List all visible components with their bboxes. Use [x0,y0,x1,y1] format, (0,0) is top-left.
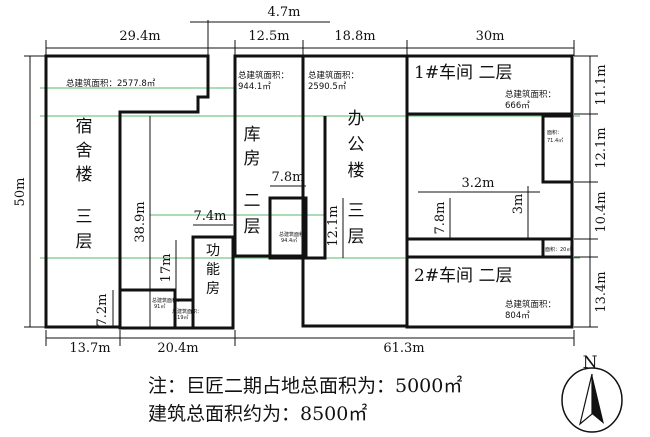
warehouse-floors-2: 层 [244,217,261,237]
building-outlines [44,54,574,330]
vertical-dimension-labels: 50m 11.1m 12.1m 10.4m 13.4m 38.9m 17m 7.… [13,64,609,326]
compass-needle-light [578,373,593,426]
function-room-name-1: 功 [206,243,220,259]
dim-right-10-4: 10.4m [594,191,609,232]
workshop2-area-value: 804㎡ [505,311,530,321]
office-area-value: 2590.5㎡ [308,82,347,92]
dorm-floors-2: 层 [76,232,93,252]
compass-ring [561,367,623,433]
north-label: N [583,353,598,373]
workshop1: 1#车间 二层 总建筑面积： 666㎡ [414,63,556,111]
small-room-e: 面积：20㎡ [545,246,571,253]
office-name-1: 办 [348,109,365,129]
dim-top-4-7: 4.7m [267,5,300,20]
office-floors-1: 三 [348,201,365,221]
small-room-b-value: 91㎡ [154,303,165,310]
dim-inner-38-9: 38.9m [133,201,148,242]
office-name-3: 楼 [348,161,365,181]
workshop2: 2#车间 二层 总建筑面积： 804㎡ [414,266,556,321]
dorm-floors-1: 三 [76,207,93,227]
dorm-name-1: 宿 [76,117,93,137]
dim-top-18-8: 18.8m [334,29,375,44]
office: 总建筑面积： 2590.5㎡ 办 公 楼 三 层 [308,70,365,247]
warehouse-area-value: 944.1㎡ [238,82,271,92]
warehouse-name-1: 库 [244,125,261,145]
small-room-a-value: 94.4㎡ [281,237,297,244]
office-name-2: 公 [348,135,365,155]
dim-right-12-1: 12.1m [594,127,609,168]
dim-right-11-1: 11.1m [594,64,609,105]
workshop1-area-value: 666㎡ [505,101,530,111]
function-room-name-3: 房 [206,281,220,297]
office-area-label: 总建筑面积： [308,70,359,81]
small-room-b-outline [118,288,177,330]
dim-top-12-5: 12.5m [248,29,289,44]
dimension-lines [24,20,598,346]
note-line-1: 注：巨匠二期占地总面积为：5000㎡ [148,375,463,397]
dim-inner-3m: 3m [511,194,526,215]
dorm-outline [44,54,210,329]
workshop1-title: 1#车间 二层 [414,63,512,83]
dim-bottom-61-3: 61.3m [383,341,424,356]
dim-top-29-4: 29.4m [119,29,160,44]
dim-inner-7-8-h: 7.8m [271,170,304,185]
note-line-2: 建筑总面积约为：8500㎡ [148,403,368,425]
dim-bottom-20-4: 20.4m [157,341,198,356]
dorm-name-2: 舍 [76,141,93,161]
dim-inner-17: 17m [159,254,174,283]
warehouse-name-2: 房 [244,149,261,169]
function-room-outline [191,235,235,330]
office-inner-wall [305,116,327,260]
dorm-name-3: 楼 [76,165,93,185]
dim-inner-7-4: 7.4m [193,209,226,224]
warehouse-floors-1: 二 [244,191,261,211]
warehouse-area-label: 总建筑面积： [238,70,289,81]
small-room-c-area: 总建筑面积： [172,308,202,315]
small-room-d-outline [541,114,574,184]
small-room-d-value: 71.4㎡ [547,137,563,144]
workshop1-area: 总建筑面积： [505,89,556,100]
compass-needle-dark [592,374,604,424]
small-room-d: 面积： 71.4㎡ [547,129,563,144]
small-room-a-area: 总建筑面积： [279,231,309,238]
office-floors-2: 层 [348,227,365,247]
dim-top-30: 30m [476,29,505,44]
function-room: 功 能 房 [206,243,220,297]
dim-bottom-13-7: 13.7m [69,341,110,356]
small-room-b-area: 总建筑面积： [152,297,182,304]
small-room-c-value: 119㎡ [174,314,189,321]
dim-right-13-4: 13.4m [594,271,609,312]
dimension-labels: 29.4m 4.7m 12.5m 18.8m 30m 13.7m 20.4m 6… [69,5,504,356]
dorm-area: 总建筑面积：2577.8㎡ [66,78,156,89]
dim-inner-7-2: 7.2m [95,293,110,326]
small-room-e-area: 面积：20㎡ [545,246,571,253]
small-rooms-bc: 总建筑面积： 91㎡ 总建筑面积： 119㎡ [152,297,202,321]
small-room-d-area: 面积： [547,129,562,136]
small-room-a-outline [268,196,308,260]
workshop2-area: 总建筑面积： [505,299,556,310]
dorm: 总建筑面积：2577.8㎡ 宿 舍 楼 三 层 [66,78,156,252]
dim-left-50: 50m [13,178,28,207]
north-arrow: N [561,353,623,433]
workshop2-title: 2#车间 二层 [414,266,512,286]
office-outline [301,54,409,328]
dim-inner-3-2: 3.2m [461,176,494,191]
dim-inner-7-8-v: 7.8m [433,201,448,234]
workshop2-outline [405,255,574,329]
function-room-name-2: 能 [206,262,220,278]
small-room-a: 总建筑面积： 94.4㎡ [279,231,309,244]
warehouse: 总建筑面积： 944.1㎡ 库 房 二 层 [238,70,289,237]
dim-inner-12-1: 12.1m [326,205,341,246]
